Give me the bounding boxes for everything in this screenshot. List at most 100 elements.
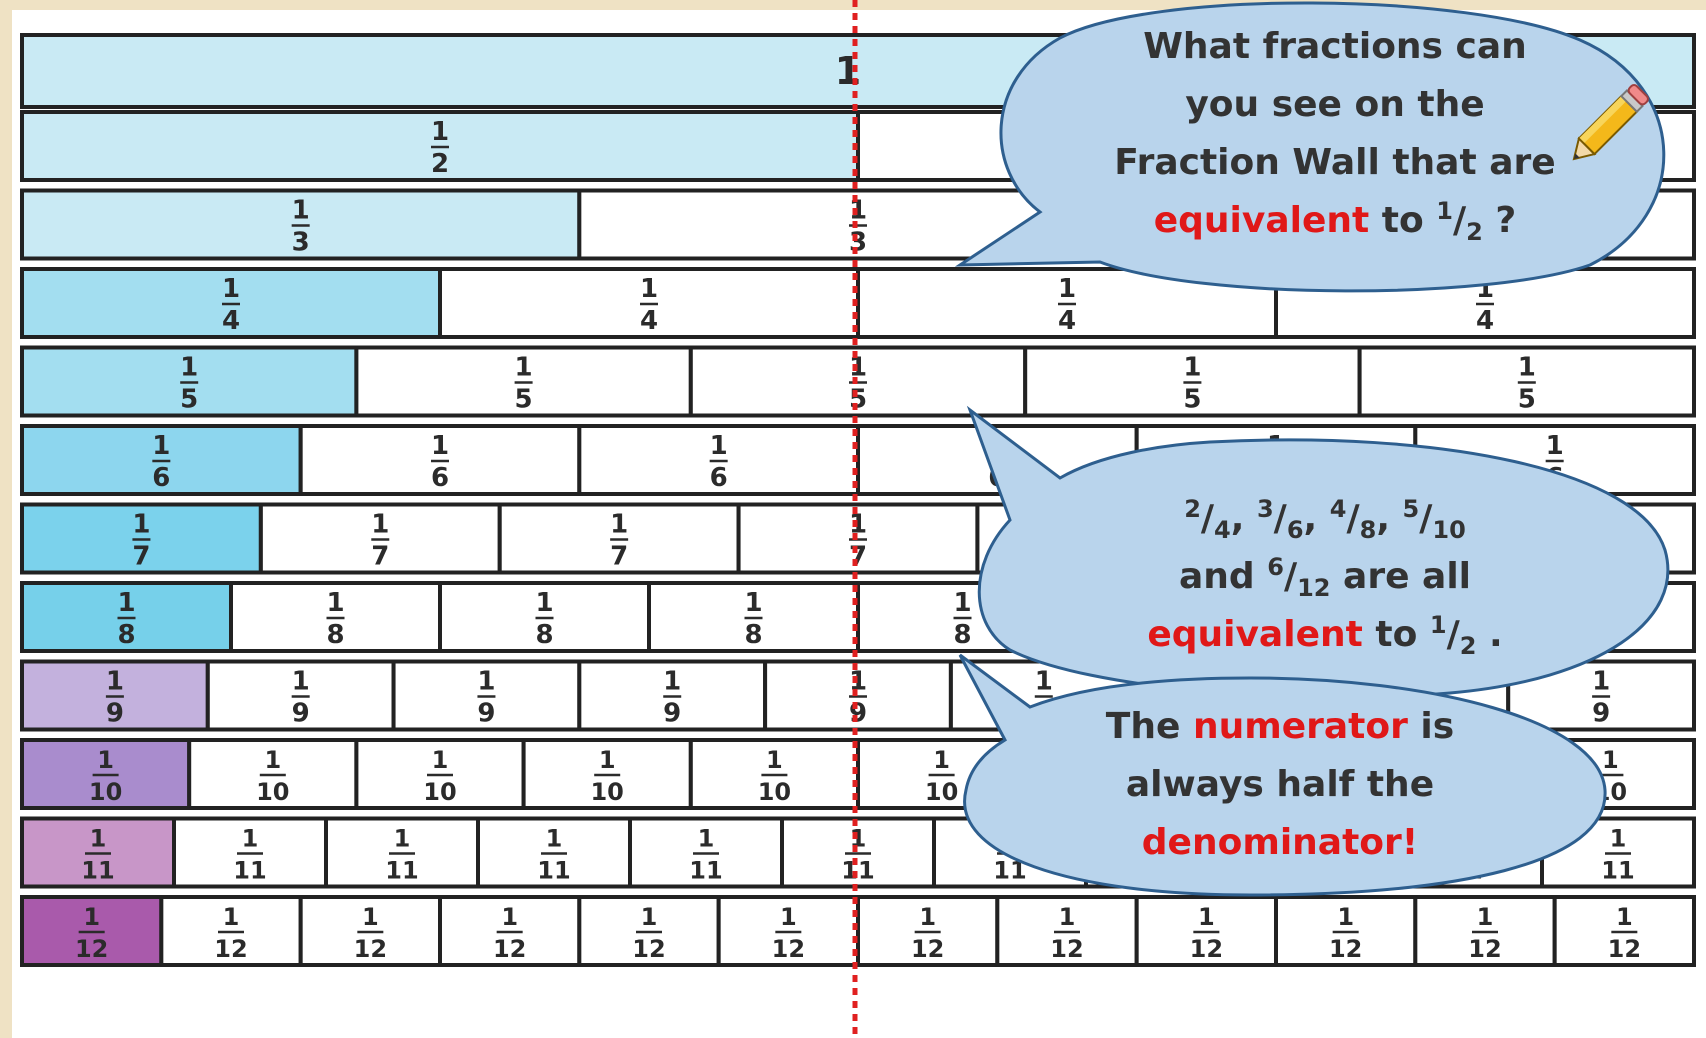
fraction-denominator: 10: [758, 778, 791, 806]
fraction-numerator: 1: [1058, 274, 1076, 304]
half-denominator: 2: [1466, 218, 1483, 247]
fraction-5-numerator: 6: [1267, 553, 1284, 581]
fraction-4-denominator: 10: [1432, 516, 1466, 545]
half-denominator-2: 2: [1459, 632, 1477, 661]
fraction-numerator: 1: [501, 903, 518, 931]
fraction-numerator: 1: [546, 825, 563, 853]
fraction-numerator: 1: [394, 825, 411, 853]
fraction-denominator: 7: [132, 542, 150, 572]
fraction-denominator: 4: [1476, 306, 1494, 336]
fraction-numerator: 1: [849, 510, 867, 540]
fraction-numerator: 1: [663, 667, 681, 697]
fraction-numerator: 1: [710, 431, 728, 461]
the-word: The: [1105, 706, 1181, 747]
fraction-denominator: 12: [772, 935, 805, 963]
fraction-denominator: 6: [152, 463, 170, 493]
fraction-1-numerator: 2: [1184, 495, 1201, 523]
fraction-numerator: 1: [431, 431, 449, 461]
are-all-words: are all: [1343, 556, 1472, 597]
rule-line-3: denominator!: [1000, 814, 1560, 872]
fraction-numerator: 1: [610, 510, 628, 540]
speech-bubble-question: [954, 1, 1666, 293]
fraction-numerator: 1: [264, 746, 281, 774]
fraction-numerator: 1: [431, 117, 449, 147]
fraction-numerator: 1: [362, 903, 379, 931]
fraction-denominator: 9: [106, 699, 124, 729]
fraction-numerator: 1: [132, 510, 150, 540]
fraction-denominator: 7: [610, 542, 628, 572]
fraction-numerator: 1: [515, 353, 533, 383]
fraction-denominator: 8: [744, 620, 762, 650]
fraction-numerator: 1: [1602, 746, 1619, 774]
fraction-denominator: 12: [911, 935, 944, 963]
fraction-4-numerator: 5: [1402, 495, 1420, 523]
fraction-denominator: 12: [1329, 935, 1362, 963]
fraction-numerator: 1: [97, 746, 114, 774]
fraction-denominator: 4: [1058, 306, 1076, 336]
fraction-denominator: 8: [953, 620, 971, 650]
fraction-denominator: 8: [326, 620, 344, 650]
fraction-denominator: 6: [710, 463, 728, 493]
fraction-numerator: 1: [1592, 667, 1610, 697]
fraction-denominator: 11: [233, 857, 266, 885]
fraction-denominator: 8: [117, 620, 135, 650]
answer-text: 2/4, 3/6, 4/8, 5/10 and 6/12 are all equ…: [1020, 490, 1630, 664]
question-mark: ?: [1495, 200, 1517, 241]
fraction-denominator: 11: [841, 857, 874, 885]
fraction-denominator: 7: [371, 542, 389, 572]
fraction-numerator: 1: [242, 825, 259, 853]
fraction-denominator: 11: [81, 857, 114, 885]
fraction-denominator: 12: [1050, 935, 1083, 963]
question-line-3: Fraction Wall that are: [1114, 142, 1556, 183]
to-word-2: to: [1375, 614, 1418, 655]
fraction-denominator: 12: [1190, 935, 1223, 963]
fraction-cell-1-10: [354, 738, 526, 810]
fraction-numerator: 1: [1183, 353, 1201, 383]
rule-text: The numerator is always half the denomin…: [1000, 698, 1560, 872]
fraction-denominator: 5: [515, 385, 533, 415]
half-numerator-2: 1: [1429, 611, 1447, 639]
fraction-numerator: 1: [535, 588, 553, 618]
fraction-denominator: 11: [689, 857, 722, 885]
fraction-numerator: 1: [117, 588, 135, 618]
fraction-numerator: 1: [371, 510, 389, 540]
fraction-denominator: 10: [925, 778, 958, 806]
fraction-numerator: 1: [919, 903, 936, 931]
half-numerator: 1: [1436, 197, 1453, 225]
fraction-denominator: 10: [423, 778, 456, 806]
answer-line-1: 2/4, 3/6, 4/8, 5/10: [1184, 495, 1466, 545]
fraction-numerator: 1: [780, 903, 797, 931]
fraction-2-denominator: 6: [1286, 516, 1304, 545]
fraction-numerator: 1: [933, 746, 950, 774]
fraction-numerator: 1: [83, 903, 100, 931]
denominator-keyword: denominator!: [1141, 822, 1419, 863]
speech-bubble-rule: [958, 653, 1607, 897]
question-line-2: you see on the: [1185, 84, 1485, 125]
fraction-5-denominator: 12: [1297, 574, 1331, 603]
fraction-numerator: 1: [641, 903, 658, 931]
fraction-numerator: 1: [106, 667, 124, 697]
pencil-icon: [1572, 84, 1649, 161]
fraction-numerator: 1: [1198, 903, 1215, 931]
fraction-numerator: 1: [292, 667, 310, 697]
fraction-numerator: 1: [1546, 431, 1564, 461]
fraction-denominator: 2: [431, 149, 449, 179]
question-line-4: equivalent to 1/2 ?: [1153, 197, 1517, 247]
answer-line-3: equivalent to 1/2 .: [1147, 611, 1503, 661]
fraction-numerator: 1: [849, 353, 867, 383]
numerator-keyword: numerator: [1192, 706, 1408, 747]
fraction-numerator: 1: [326, 588, 344, 618]
full-stop: .: [1488, 614, 1503, 655]
fraction-numerator: 1: [477, 667, 495, 697]
fraction-numerator: 1: [640, 274, 658, 304]
answer-line-2: and 6/12 are all: [1178, 553, 1472, 603]
fraction-denominator: 12: [1608, 935, 1641, 963]
fraction-denominator: 9: [477, 699, 495, 729]
fraction-denominator: 5: [1183, 385, 1201, 415]
fraction-cell-1-5: [688, 345, 1028, 418]
fraction-1-denominator: 4: [1214, 516, 1231, 545]
fraction-numerator: 1: [1035, 667, 1053, 697]
